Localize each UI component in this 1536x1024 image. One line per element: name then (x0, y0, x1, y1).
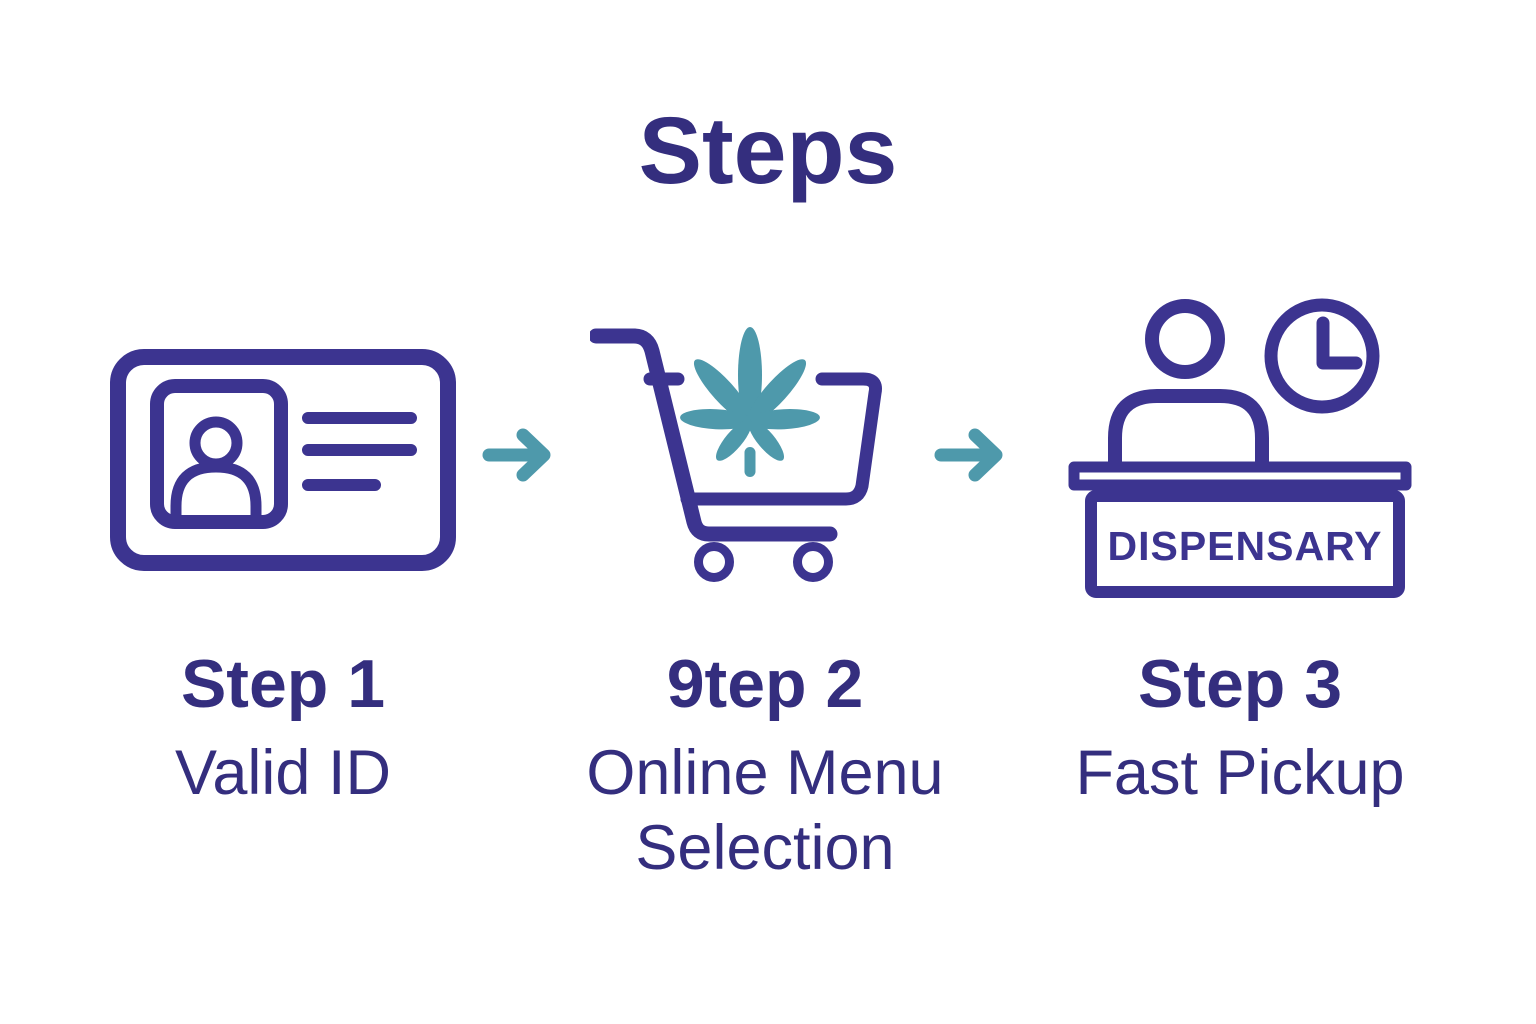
step-3-description: Fast Pickup (1075, 737, 1405, 808)
right-arrow-icon (482, 426, 570, 489)
step-2-label: 9tep 2 (666, 646, 864, 722)
page-title: Steps (638, 98, 898, 204)
step-2-section: 9tep 2 Online Menu Selection (545, 295, 985, 887)
step-2-description: Online Menu Selection (586, 737, 944, 884)
cart-with-cannabis-leaf-icon (590, 295, 940, 625)
dispensary-counter-icon: DISPENSARY (1068, 295, 1412, 625)
clock-icon (1264, 298, 1380, 413)
step-1-description: Valid ID (175, 737, 391, 808)
id-card-icon (109, 295, 457, 625)
cannabis-leaf-icon (680, 327, 820, 477)
dispensary-sign-text: DISPENSARY (1107, 523, 1382, 569)
step-1-section: Step 1 Valid ID (63, 295, 503, 811)
step-3-section: DISPENSARY Step 3 Fast Pickup (1020, 295, 1460, 811)
person-icon (1108, 298, 1269, 481)
step-3-label: Step 3 (1137, 646, 1343, 722)
counter-desk: DISPENSARY (1068, 461, 1412, 598)
step-1-label: Step 1 (180, 646, 386, 722)
right-arrow-icon (934, 426, 1022, 489)
